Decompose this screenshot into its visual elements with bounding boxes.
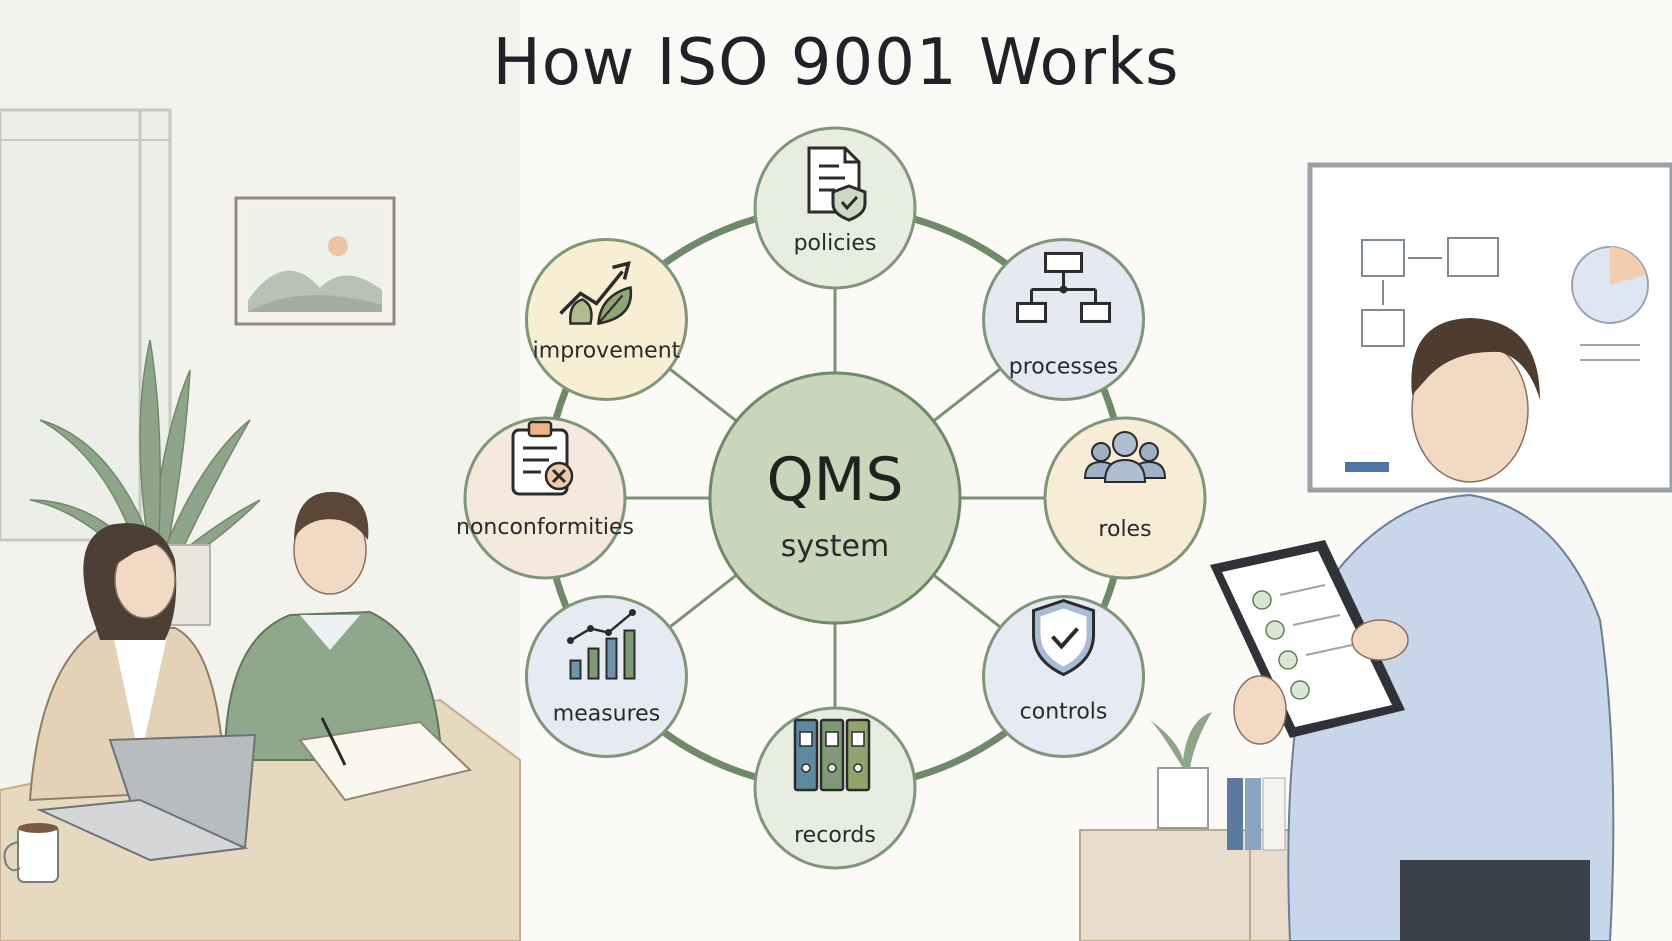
page-title: How ISO 9001 Works <box>492 26 1180 100</box>
hub-subtitle: system <box>781 529 889 564</box>
node-nonconformities: nonconformities <box>456 416 634 580</box>
node-controls: controls <box>982 595 1146 759</box>
qms-hub: QMS system <box>708 371 962 625</box>
node-label-roles: roles <box>1098 517 1151 542</box>
node-label-records: records <box>794 823 876 848</box>
node-roles: roles <box>1043 416 1207 580</box>
diagram-nodes: policies processes roles controls records mea… <box>456 126 1207 870</box>
node-circle-roles <box>1043 416 1207 580</box>
tablet <box>1210 540 1405 738</box>
node-label-controls: controls <box>1020 700 1108 725</box>
document-shield-icon <box>807 146 867 222</box>
laptop <box>36 733 257 862</box>
node-processes: processes <box>982 237 1146 401</box>
node-circle-controls <box>982 595 1146 759</box>
left-office-background <box>0 0 521 941</box>
node-label-measures: measures <box>553 702 660 727</box>
coffee-mug <box>3 823 59 883</box>
qms-diagram: policies processes roles controls records mea… <box>456 126 1207 870</box>
right-office-background <box>1079 162 1672 941</box>
node-label-improvement: improvement <box>533 338 681 363</box>
node-circle-processes <box>982 237 1146 401</box>
hub-circle <box>708 371 962 625</box>
node-policies: policies <box>753 126 917 290</box>
hub-title: QMS <box>766 445 903 515</box>
man-at-table-figure <box>223 491 473 802</box>
node-label-processes: processes <box>1009 354 1119 379</box>
node-improvement: improvement <box>524 237 688 401</box>
node-measures: measures <box>524 595 688 759</box>
standing-man-figure <box>1210 318 1615 941</box>
binders-icon <box>793 718 871 792</box>
node-circle-nonconformities <box>463 416 627 580</box>
wall-picture <box>234 196 396 326</box>
node-records: records <box>753 706 917 870</box>
clipboard-x-icon <box>511 420 574 496</box>
node-label-nonconformities: nonconformities <box>456 515 634 540</box>
node-label-policies: policies <box>794 231 877 256</box>
